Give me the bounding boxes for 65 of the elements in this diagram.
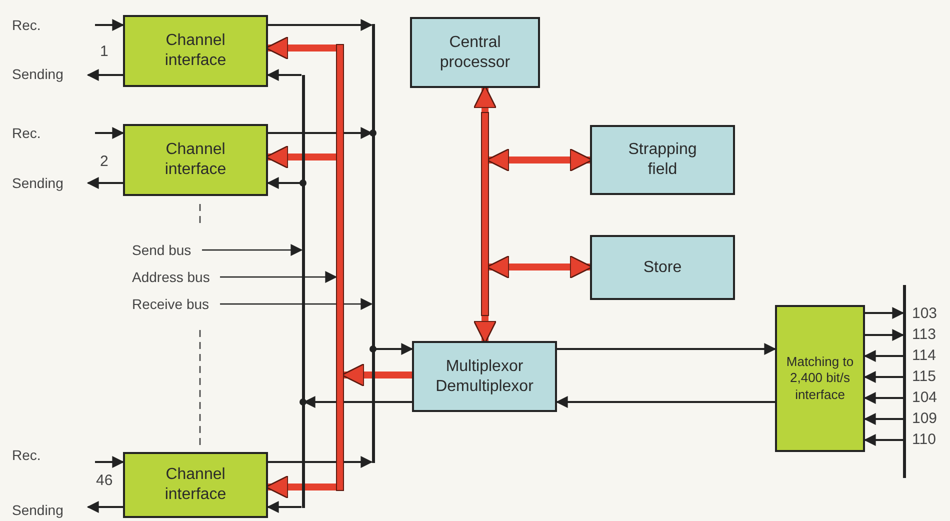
bus-arrow [341, 363, 412, 387]
circuit-number: 114 [912, 348, 936, 363]
signal-arrow [268, 19, 373, 31]
unit-box [412, 341, 557, 412]
signal-arrow [374, 343, 414, 355]
signal-arrow [86, 501, 123, 513]
signal-arrow [864, 371, 903, 383]
bus-label: Receive bus [132, 296, 210, 312]
receive-bus-line [372, 24, 374, 463]
signal-arrow [266, 177, 302, 189]
channel-number: 1 [100, 44, 108, 59]
signal-arrow [864, 350, 903, 362]
circuit-number: 109 [912, 411, 938, 426]
signal-arrow [303, 396, 412, 408]
box-label: Central processor [438, 32, 512, 72]
signal-arrow [864, 434, 903, 446]
unit-box [590, 235, 735, 300]
signal-arrow [865, 329, 904, 341]
signal-arrow [556, 396, 775, 408]
output-label: Sending [12, 503, 64, 517]
box-label: Store [643, 258, 682, 278]
box-label: Strapping field [627, 140, 698, 180]
unit-box [590, 125, 735, 195]
box-label: Channel interface [164, 140, 228, 180]
send-bus-line [302, 75, 304, 508]
bus-label: Send bus [132, 242, 192, 258]
leader-line [202, 244, 303, 256]
input-label: Rec. [12, 448, 41, 462]
output-label: Sending [12, 67, 64, 81]
input-label: Rec. [12, 126, 41, 140]
signal-arrow [266, 501, 302, 513]
circuit-number: 104 [912, 390, 938, 405]
leader-line [220, 298, 373, 310]
interface-box [123, 452, 268, 518]
leader-line [220, 271, 338, 283]
interface-line [903, 285, 906, 478]
input-label: Rec. [12, 18, 41, 32]
signal-arrow [86, 177, 123, 189]
circuit-number: 115 [912, 369, 936, 384]
signal-arrow [95, 456, 124, 468]
box-label: Channel interface [164, 31, 228, 71]
signal-arrow [86, 69, 123, 81]
interface-box [775, 305, 865, 452]
circuit-number: 113 [912, 327, 936, 342]
bus-label: Address bus [132, 269, 210, 285]
bus-arrow [473, 316, 497, 344]
signal-arrow [864, 392, 903, 404]
signal-arrow [864, 413, 903, 425]
circuit-number: 103 [912, 306, 938, 321]
channel-number: 2 [100, 154, 108, 169]
signal-arrow [557, 343, 776, 355]
interface-box [123, 15, 268, 87]
unit-box [410, 17, 540, 88]
box-label: Matching to 2,400 bit/s interface [785, 354, 855, 403]
signal-arrow [268, 456, 373, 468]
signal-arrow [95, 127, 124, 139]
interface-box [123, 124, 268, 196]
box-label: Multiplexor Demultiplexor [434, 356, 534, 396]
circuit-number: 110 [912, 432, 936, 447]
channel-number: 46 [96, 473, 113, 488]
output-label: Sending [12, 176, 64, 190]
box-label: Channel interface [164, 465, 228, 505]
signal-arrow [95, 19, 124, 31]
signal-arrow [865, 307, 904, 319]
signal-arrow [266, 69, 302, 81]
